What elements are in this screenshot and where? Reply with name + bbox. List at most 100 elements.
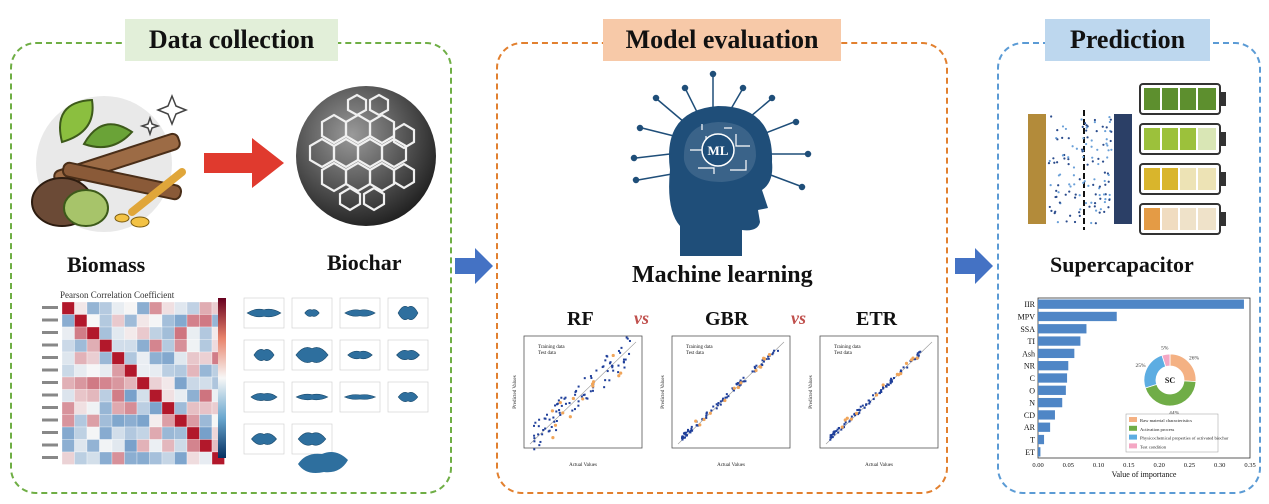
ion-dot bbox=[1106, 156, 1109, 159]
ion-dot bbox=[1061, 136, 1064, 139]
heatmap-cell bbox=[61, 301, 75, 315]
train-point bbox=[537, 425, 540, 428]
violin-shape bbox=[253, 349, 275, 361]
train-point bbox=[738, 384, 741, 387]
train-point bbox=[544, 427, 547, 430]
train-point bbox=[690, 429, 693, 432]
ion-dot bbox=[1097, 157, 1100, 160]
train-point bbox=[553, 420, 556, 423]
heatmap-cell bbox=[136, 451, 150, 465]
violin-shape bbox=[295, 347, 329, 363]
heatmap-cell bbox=[186, 364, 200, 378]
importance-bar bbox=[1038, 410, 1055, 420]
train-point bbox=[604, 379, 607, 382]
donut-pct-label: 26% bbox=[1189, 355, 1200, 361]
ion-dot bbox=[1085, 129, 1088, 132]
heatmap-cell bbox=[86, 389, 100, 403]
ion-dot bbox=[1104, 193, 1107, 196]
heatmap-cell bbox=[111, 326, 125, 340]
train-point bbox=[696, 424, 699, 427]
heatmap-cell bbox=[136, 314, 150, 328]
heatmap-cell bbox=[199, 339, 213, 353]
train-point bbox=[555, 403, 558, 406]
train-point bbox=[715, 403, 718, 406]
heatmap-cell bbox=[74, 451, 88, 465]
train-point bbox=[899, 369, 902, 372]
ion-dot bbox=[1050, 209, 1053, 212]
heatmap-cell bbox=[199, 364, 213, 378]
ion-dot bbox=[1090, 221, 1093, 225]
train-point bbox=[891, 380, 894, 383]
ion-dot bbox=[1093, 205, 1096, 208]
ion-dot bbox=[1099, 197, 1102, 200]
train-point bbox=[689, 429, 692, 432]
x-axis-label: Actual Values bbox=[569, 463, 597, 468]
heatmap-cell bbox=[199, 301, 213, 315]
ion-dot bbox=[1079, 208, 1082, 211]
heatmap-cell bbox=[99, 364, 113, 378]
ion-dot bbox=[1090, 139, 1093, 142]
train-point bbox=[880, 389, 883, 392]
test-point bbox=[708, 411, 712, 415]
train-point bbox=[727, 395, 730, 398]
train-point bbox=[611, 366, 614, 369]
legend-label: Raw material characteristics bbox=[1140, 418, 1192, 423]
heatmap-cell bbox=[111, 314, 125, 328]
train-point bbox=[755, 364, 758, 367]
ion-dot bbox=[1088, 205, 1091, 208]
train-point bbox=[843, 423, 846, 426]
ion-dot bbox=[1092, 183, 1095, 186]
train-point bbox=[571, 409, 574, 412]
heatmap-cell bbox=[61, 439, 75, 453]
ion-dot bbox=[1106, 144, 1109, 147]
heatmap-cell bbox=[74, 364, 88, 378]
train-point bbox=[555, 410, 558, 413]
colorbar bbox=[218, 298, 226, 458]
heatmap-cell bbox=[74, 376, 88, 390]
ion-dot bbox=[1073, 196, 1077, 199]
violin-shape bbox=[397, 392, 419, 402]
heatmap-cell bbox=[136, 439, 150, 453]
train-point bbox=[573, 408, 576, 411]
ion-dot bbox=[1053, 161, 1056, 164]
train-point bbox=[715, 407, 718, 410]
heatmap-cell bbox=[99, 376, 113, 390]
donut-slice bbox=[1161, 353, 1171, 368]
heatmap-cell bbox=[74, 351, 88, 365]
train-point bbox=[837, 431, 840, 434]
heatmap-cell bbox=[61, 376, 75, 390]
ion-dot bbox=[1104, 183, 1107, 186]
heatmap-cell bbox=[124, 364, 138, 378]
train-point bbox=[705, 412, 708, 415]
heatmap-cell bbox=[124, 351, 138, 365]
legend-swatch bbox=[1129, 443, 1137, 449]
heatmap-cell bbox=[61, 326, 75, 340]
test-point bbox=[881, 383, 885, 387]
heatmap-cell bbox=[149, 426, 163, 440]
train-point bbox=[558, 409, 561, 412]
ion-dot bbox=[1107, 149, 1110, 152]
importance-bar bbox=[1038, 397, 1063, 408]
x-tick-label: 0.20 bbox=[1153, 462, 1164, 469]
heatmap-cell bbox=[199, 414, 213, 428]
heatmap-cell bbox=[61, 351, 75, 365]
heatmap-cell bbox=[174, 301, 188, 315]
train-point bbox=[761, 364, 764, 367]
train-point bbox=[577, 400, 580, 403]
train-point bbox=[754, 367, 757, 370]
importance-bar bbox=[1038, 311, 1117, 322]
legend-label: Activation process bbox=[1140, 427, 1175, 432]
train-point bbox=[869, 400, 872, 403]
heatmap-cell bbox=[111, 364, 125, 378]
importance-bar bbox=[1038, 336, 1081, 346]
x-tick-label: 0.10 bbox=[1093, 462, 1104, 469]
heatmap-cell bbox=[124, 439, 138, 453]
train-point bbox=[577, 385, 580, 388]
train-point bbox=[857, 413, 860, 416]
ion-dot bbox=[1090, 145, 1093, 148]
ion-dot bbox=[1074, 193, 1077, 196]
train-point bbox=[603, 386, 606, 389]
violin-shape bbox=[304, 309, 320, 317]
train-point bbox=[919, 350, 922, 353]
feature-label: C bbox=[1030, 374, 1035, 383]
